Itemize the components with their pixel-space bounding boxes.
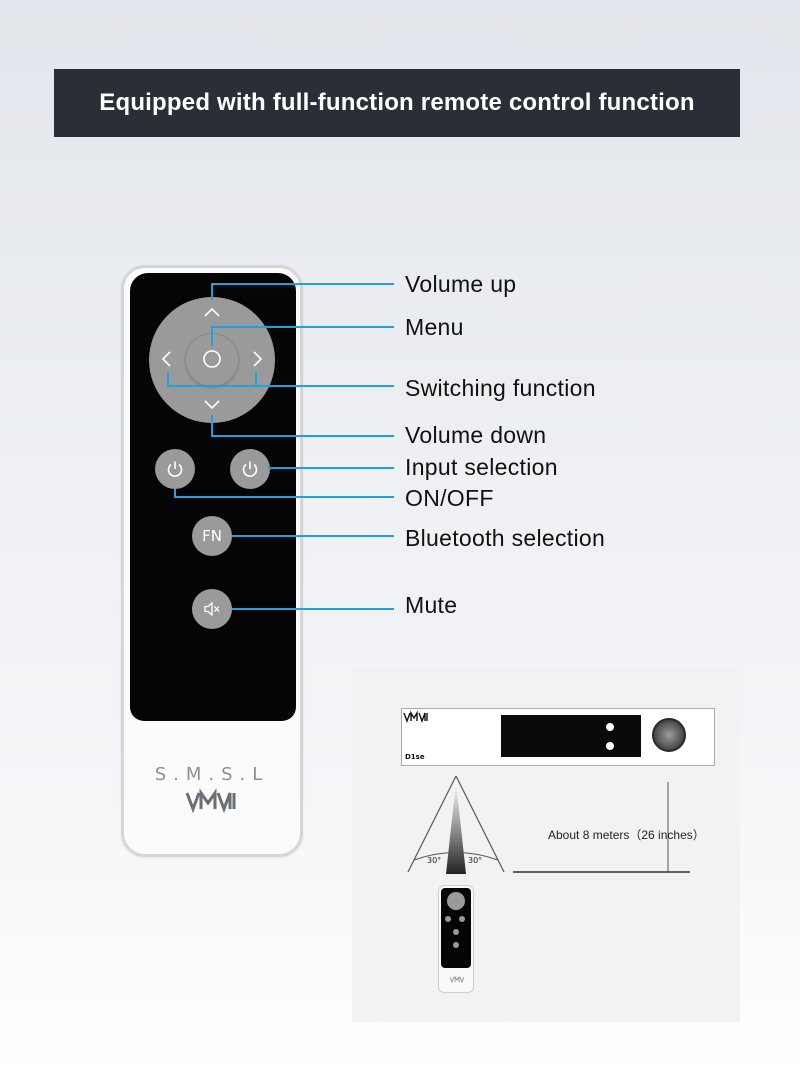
callout-onoff: ON/OFF: [405, 485, 494, 511]
mini-button: [453, 942, 459, 948]
angle-right-label: 30°: [468, 856, 483, 865]
fn-button[interactable]: FN: [192, 516, 232, 556]
arrow-up-icon: [204, 307, 220, 317]
mute-icon: [204, 601, 220, 617]
volume-down-line: [211, 415, 394, 437]
mini-dpad: [447, 892, 465, 910]
amp-indicator-dot: [606, 723, 614, 731]
arrow-down-icon: [204, 400, 220, 410]
cone-edge-right: [455, 775, 505, 873]
page-title-banner: Equipped with full-function remote contr…: [54, 69, 740, 137]
signal-beam: [446, 782, 466, 874]
angle-arc: [413, 852, 499, 861]
arrow-right-icon: [253, 351, 263, 367]
ok-circle-icon: [203, 350, 221, 368]
arrow-left-icon: [161, 351, 171, 367]
onoff-line: [174, 489, 394, 498]
onoff-button[interactable]: [155, 449, 195, 489]
distance-label: About 8 meters（26 inches）: [548, 828, 705, 842]
callout-switching: Switching function: [405, 375, 596, 401]
power-icon: [242, 461, 258, 477]
remote-brand-text: S.M.S.L: [154, 764, 270, 785]
fn-label: FN: [202, 527, 222, 545]
brand-logo: [185, 788, 236, 814]
input-selection-button[interactable]: [230, 449, 270, 489]
callout-input: Input selection: [405, 454, 558, 480]
amp-model-label: D1se: [405, 753, 425, 761]
switching-bracket: [167, 372, 257, 387]
callout-mute: Mute: [405, 592, 458, 618]
angle-left-label: 30°: [427, 856, 442, 865]
mini-button: [459, 916, 465, 922]
cone-edge-left: [407, 775, 457, 873]
mute-button[interactable]: [192, 589, 232, 629]
mini-button: [453, 929, 459, 935]
menu-line: [211, 326, 394, 346]
mini-button: [445, 916, 451, 922]
callout-volume-down: Volume down: [405, 422, 547, 448]
power-icon: [167, 461, 183, 477]
amp-volume-knob: [652, 718, 686, 752]
callout-menu: Menu: [405, 314, 464, 340]
callout-bluetooth: Bluetooth selection: [405, 525, 606, 551]
callout-volume-up: Volume up: [405, 271, 517, 297]
page-title: Equipped with full-function remote contr…: [99, 89, 695, 116]
amp-display: [501, 715, 641, 757]
volume-up-line: [211, 283, 394, 300]
amp-indicator-dot: [606, 742, 614, 750]
